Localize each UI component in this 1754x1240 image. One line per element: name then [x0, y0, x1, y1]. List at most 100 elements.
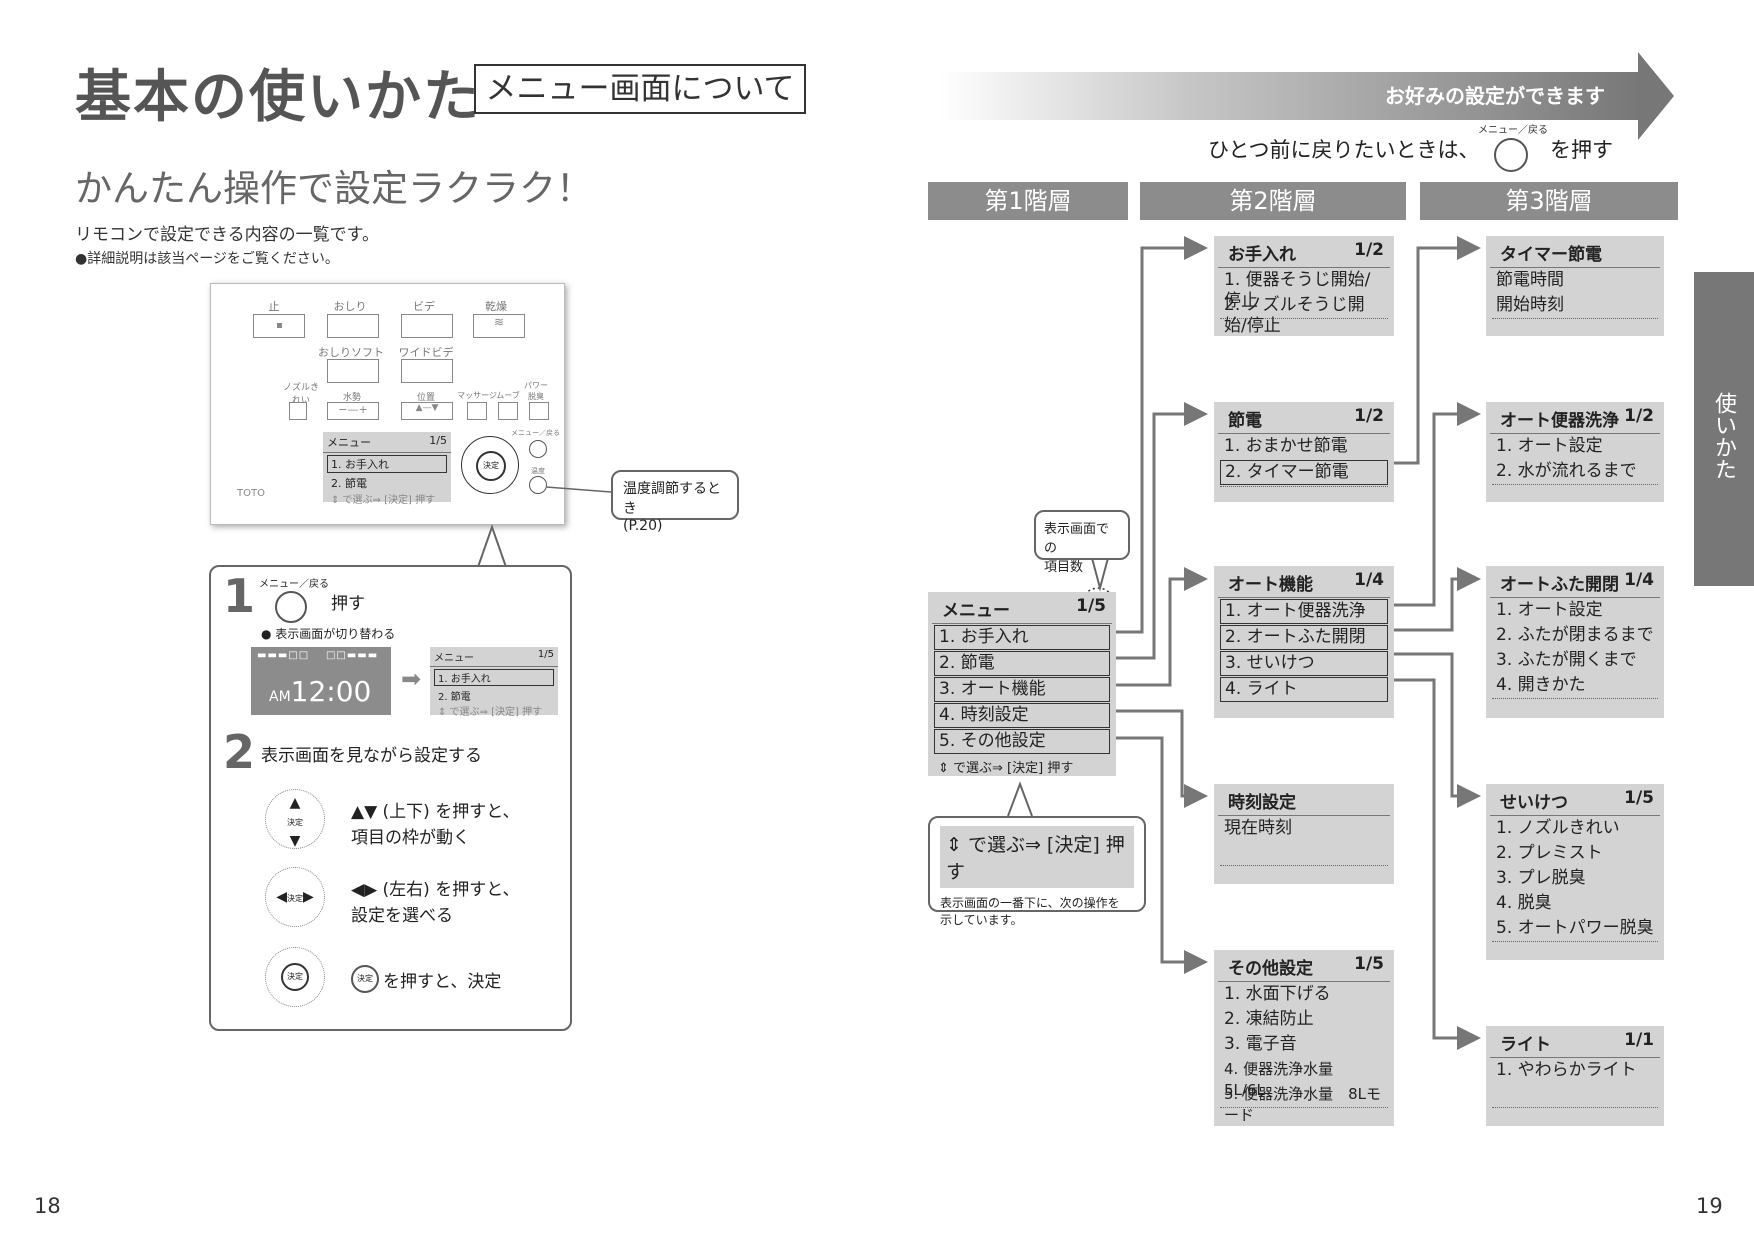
menu-item[interactable]: 2. タイマー節電: [1220, 460, 1388, 485]
menu-back-label: メニュー／戻る: [259, 579, 329, 590]
menu-item[interactable]: 2. 凍結防止: [1224, 1009, 1314, 1029]
menu-item[interactable]: 1. おまかせ節電: [1224, 436, 1348, 456]
massage-label: マッサージ: [457, 391, 497, 400]
menu-item[interactable]: 2. 節電: [934, 651, 1110, 676]
menu-page: 1/5: [1624, 788, 1654, 808]
lcd-segments: ▬▬▬□□ □□▬▬▬: [257, 650, 379, 661]
stop-button[interactable]: [253, 314, 305, 338]
menu-item[interactable]: 1. 便器そうじ開始/停止: [1224, 270, 1371, 311]
menu-item[interactable]: 3. プレ脱臭: [1496, 868, 1586, 888]
menu-page: 1/2: [1354, 240, 1384, 260]
menu-item[interactable]: 4. 時刻設定: [934, 703, 1110, 728]
ok-button-icon: 決定: [351, 965, 379, 993]
menu-item[interactable]: 1. オート設定: [1496, 436, 1603, 456]
menu-page: 1/5: [1354, 954, 1384, 974]
dpad-left-right-icon: ◀決定▶: [265, 867, 325, 927]
menu-item[interactable]: 1. 水面下げる: [1224, 984, 1331, 1004]
arrow-right-icon: ➡: [401, 665, 422, 693]
water-pressure-button[interactable]: −—+: [327, 402, 379, 420]
menu-item[interactable]: 2. ふたが閉まるまで: [1496, 625, 1654, 645]
op2-line1: ◀▶ (左右) を押すと、: [351, 880, 520, 900]
menu-item[interactable]: 2. オートふた開閉: [1220, 625, 1388, 650]
step-1-number: 1: [223, 569, 256, 623]
menu-item[interactable]: 2. プレミスト: [1496, 843, 1603, 863]
menu-item[interactable]: 1. オート設定: [1496, 600, 1603, 620]
dpad[interactable]: 決定: [461, 436, 519, 494]
menu-back-button[interactable]: [275, 591, 307, 623]
menu-page: 1/4: [1354, 570, 1384, 590]
wave-icon: ≋: [493, 315, 505, 329]
menu-item[interactable]: 5. オートパワー脱臭: [1496, 918, 1654, 938]
menu-item[interactable]: 3. 電子音: [1224, 1034, 1297, 1054]
menu-item[interactable]: 2. ノズルそうじ開始/停止: [1224, 295, 1365, 336]
callout-line: 表示画面での: [1044, 522, 1110, 556]
menu-item[interactable]: 4. 便器洗浄水量 5L/6L: [1224, 1060, 1349, 1099]
level2-menu-clock: 時刻設定 現在時刻: [1214, 784, 1394, 884]
level2-menu-oteire: お手入れ 1/2 1. 便器そうじ開始/停止 2. ノズルそうじ開始/停止: [1214, 236, 1394, 336]
dpad-up-down-icon: ▲決定▼: [265, 789, 325, 849]
menu-item[interactable]: 4. 開きかた: [1496, 675, 1586, 695]
menu-item[interactable]: 1. お手入れ: [934, 625, 1110, 650]
menu-back-button[interactable]: [1494, 138, 1528, 172]
remote-screen-item: 2. 節電: [331, 477, 367, 490]
lcd-display: ▬▬▬□□ □□▬▬▬ AM12:00: [251, 647, 391, 715]
oshiri-soft-label: おしりソフト: [318, 346, 384, 359]
ok-button[interactable]: 決定: [476, 451, 506, 481]
side-tab: 使いかた: [1694, 272, 1754, 586]
menu-item[interactable]: 1. オート便器洗浄: [1220, 599, 1388, 624]
menu-page: 1/4: [1624, 570, 1654, 590]
menu-item[interactable]: 現在時刻: [1224, 818, 1292, 838]
position-button[interactable]: ▲—▼: [401, 402, 453, 420]
remote-screen: メニュー 1/5 1. お手入れ 2. 節電 ⇕ で選ぶ⇒ [決定] 押す: [323, 432, 451, 506]
menu-title: お手入れ: [1228, 245, 1296, 265]
menu-item[interactable]: 4. 脱臭: [1496, 893, 1552, 913]
bidet-button[interactable]: [401, 314, 453, 338]
menu-item[interactable]: 節電時間: [1496, 270, 1564, 290]
menu-item[interactable]: 4. ライト: [1220, 677, 1388, 702]
menu-page: 1/5: [1076, 596, 1106, 616]
menu-item[interactable]: 開始時刻: [1496, 295, 1564, 315]
remote-screen-page: 1/5: [429, 434, 447, 447]
oshiri-button[interactable]: [327, 314, 379, 338]
hint-callout-desc: 示しています。: [940, 913, 1023, 927]
menu-item[interactable]: 1. やわらかライト: [1496, 1060, 1637, 1080]
temp-button[interactable]: [529, 476, 547, 494]
menu-title: その他設定: [1228, 959, 1313, 979]
menu-item[interactable]: 5. その他設定: [934, 729, 1110, 754]
back-hint: ひとつ前に戻りたいときは、: [1208, 138, 1480, 162]
menu-item[interactable]: 3. せいけつ: [1220, 651, 1388, 676]
step-1-text: 押す: [331, 594, 365, 614]
bidet-label: ビデ: [413, 300, 435, 313]
menu-back-button[interactable]: [529, 440, 547, 458]
menu-item[interactable]: 1. ノズルきれい: [1496, 818, 1620, 838]
oshiri-soft-button[interactable]: [327, 359, 379, 383]
column-header-level3: 第3階層: [1420, 182, 1678, 220]
remote-screen-hint: ⇕ で選ぶ⇒ [決定] 押す: [331, 495, 436, 506]
remote-screen-item: 1. お手入れ: [327, 455, 447, 473]
section-title-box: メニュー画面について: [474, 64, 806, 114]
menu-item[interactable]: 2. 水が流れるまで: [1496, 461, 1637, 481]
page-number-right: 19: [1696, 1194, 1723, 1218]
move-button[interactable]: [498, 402, 518, 420]
wide-bidet-button[interactable]: [401, 359, 453, 383]
lcd-time: 12:00: [290, 675, 372, 708]
brand-logo: TOTO: [237, 488, 265, 499]
massage-button[interactable]: [467, 402, 487, 420]
menu-item[interactable]: 5. 便器洗浄水量 8Lモード: [1224, 1085, 1381, 1124]
wide-bidet-label: ワイドビデ: [398, 346, 454, 359]
op3-text: を押すと、決定: [383, 972, 502, 992]
nozzle-clean-button[interactable]: [289, 402, 307, 420]
step-2-number: 2: [223, 725, 256, 779]
menu-item[interactable]: 3. オート機能: [934, 677, 1110, 702]
oshiri-label: おしり: [333, 300, 367, 313]
mini-screen-title: メニュー: [434, 653, 474, 664]
dry-button[interactable]: ≋: [473, 314, 525, 338]
power-deodorize-button[interactable]: [529, 402, 549, 420]
hint-callout-desc: 表示画面の一番下に、次の操作を: [940, 896, 1120, 910]
op1-line2: 項目の枠が動く: [351, 828, 470, 848]
menu-title: メニュー: [942, 601, 1010, 621]
menu-item[interactable]: 3. ふたが開くまで: [1496, 650, 1637, 670]
